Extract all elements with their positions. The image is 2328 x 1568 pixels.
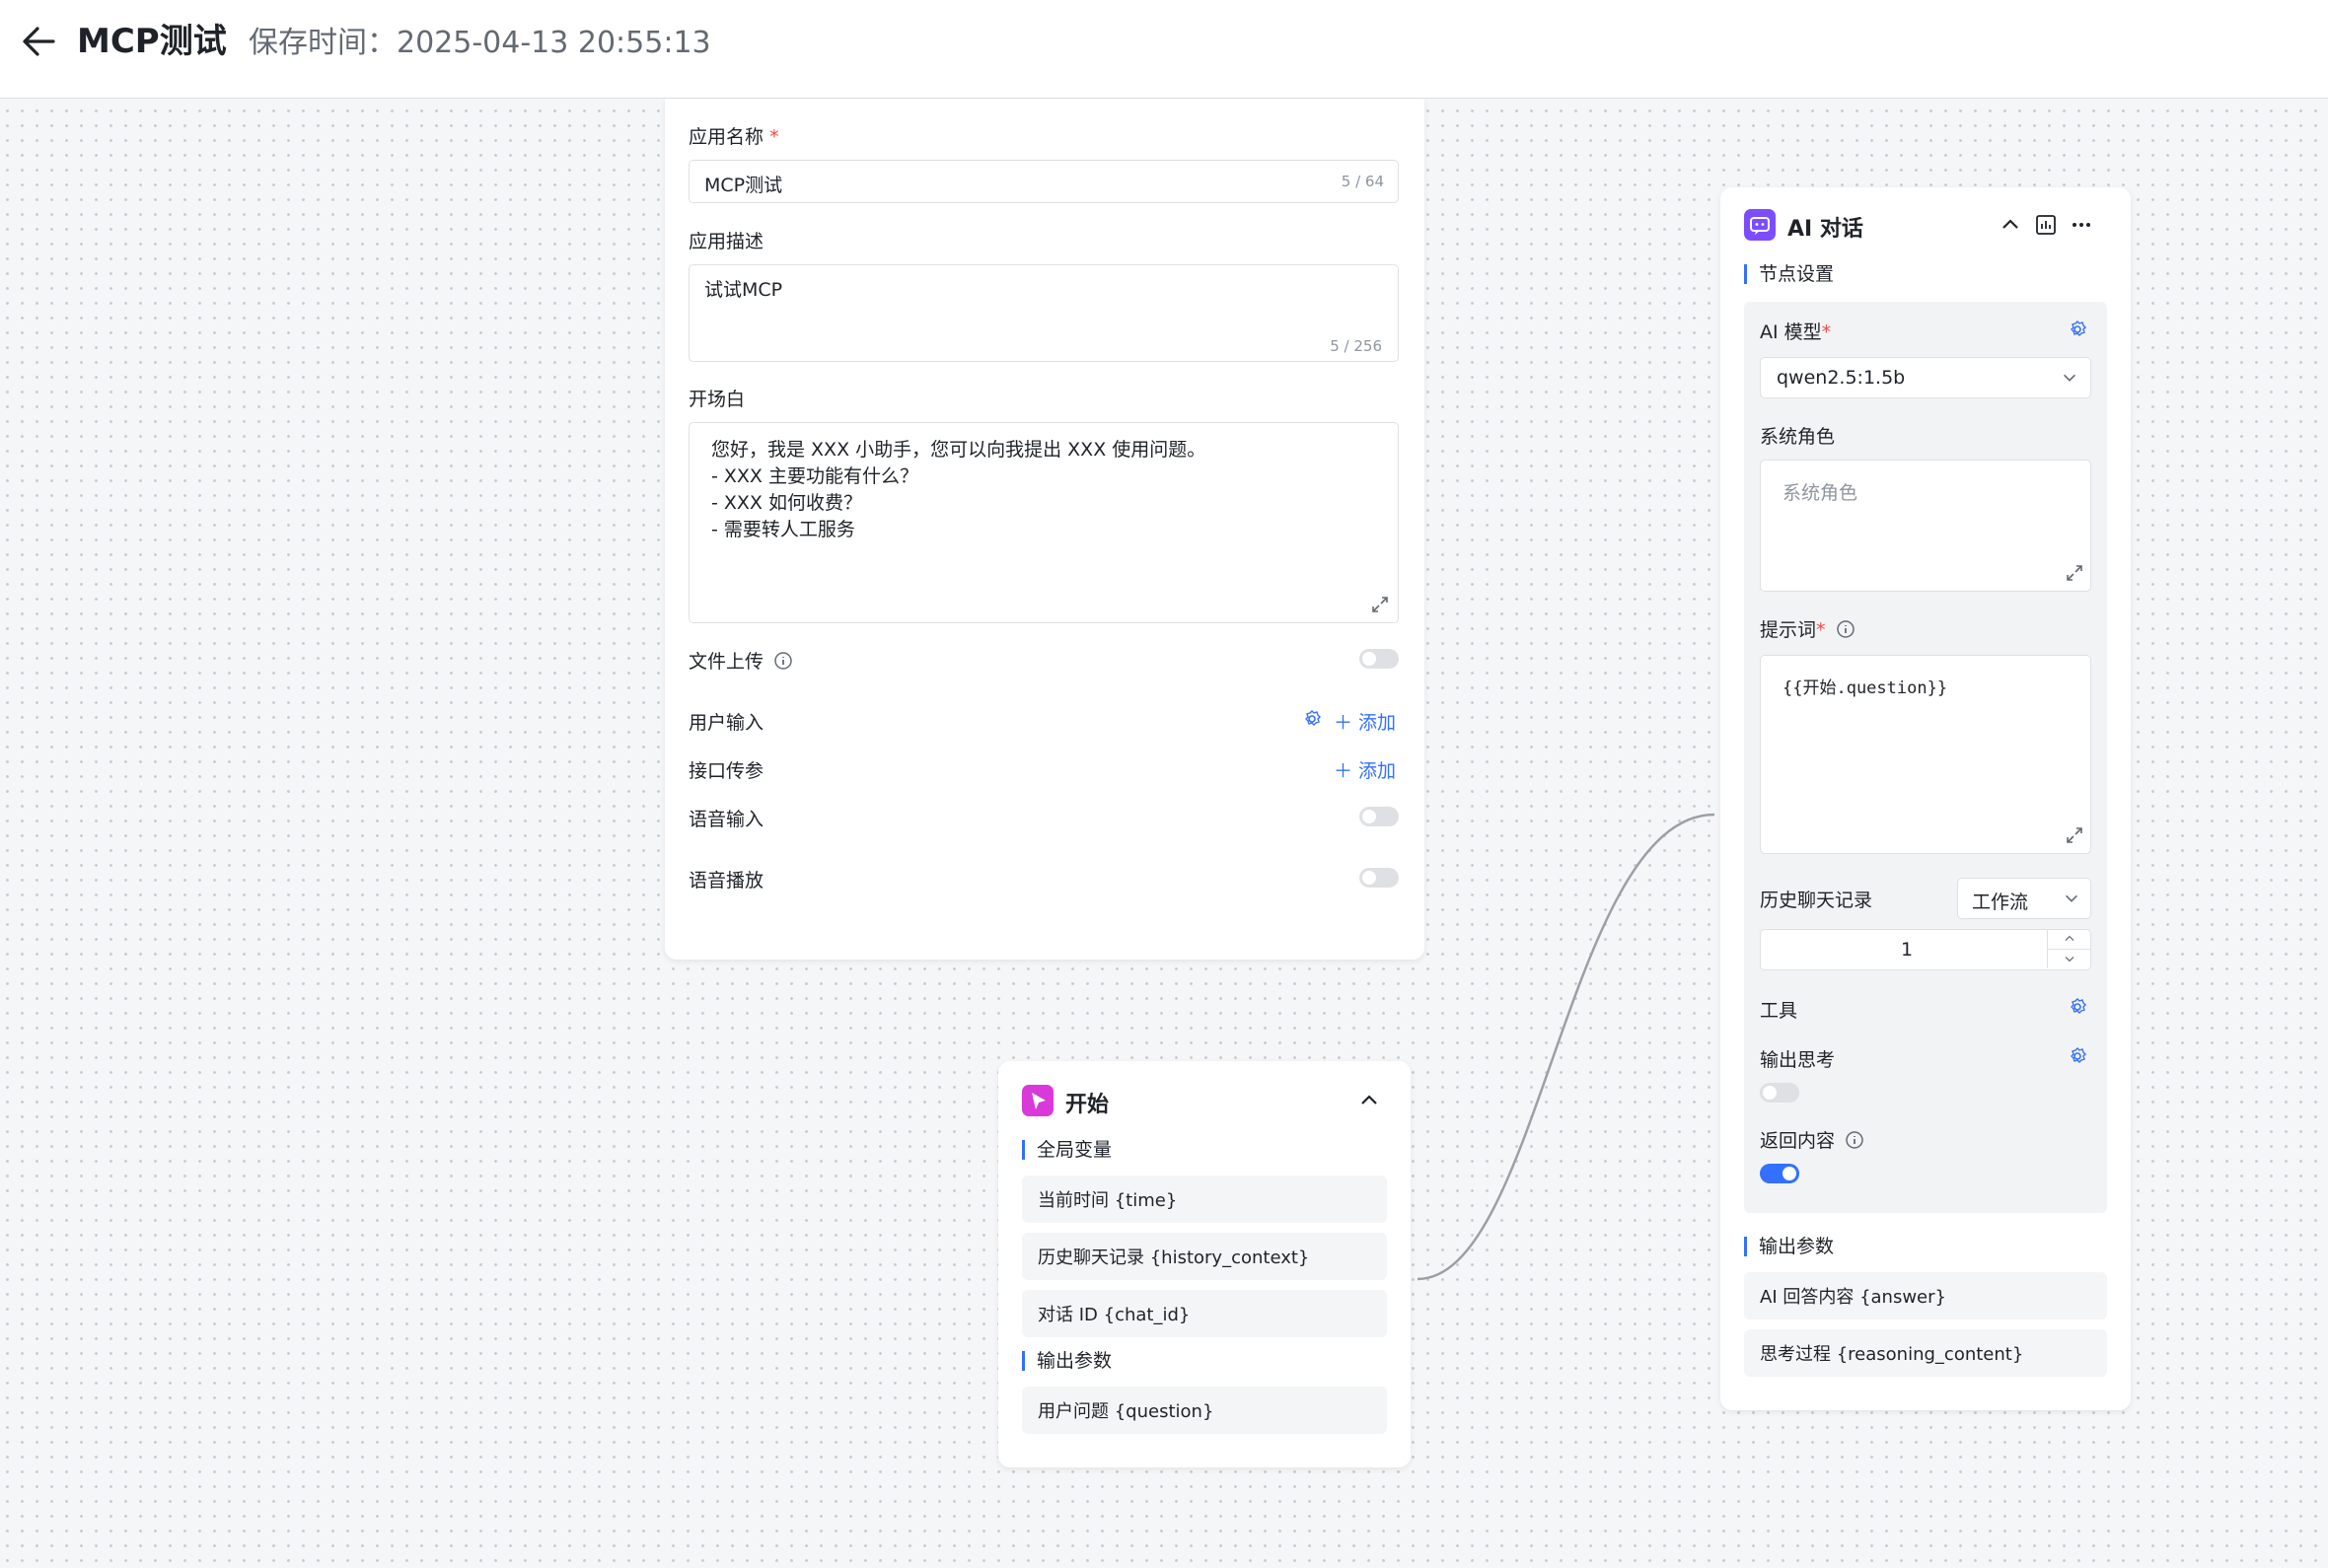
user-input-label: 用户输入	[689, 712, 764, 734]
ai-node-title: AI 对话	[1787, 217, 1863, 242]
chevron-down-icon	[2066, 894, 2077, 902]
history-label: 历史聊天记录	[1760, 890, 1873, 911]
output-thinking-toggle[interactable]	[1760, 1083, 1799, 1103]
expand-icon[interactable]	[1370, 595, 1390, 614]
ai-model-label: AI 模型*	[1760, 321, 1832, 343]
history-source-select[interactable]: 工作流	[1957, 878, 2091, 919]
save-time: 保存时间：2025-04-13 20:55:13	[249, 26, 711, 60]
app-name-count: 5 / 64	[1341, 173, 1384, 190]
return-content-label: 返回内容	[1760, 1126, 1864, 1153]
prologue-editor[interactable]: 您好，我是 XXX 小助手，您可以向我提出 XXX 使用问题。 - XXX 主要…	[689, 422, 1399, 623]
more-icon[interactable]	[2070, 213, 2093, 237]
app-desc-label: 应用描述	[689, 231, 764, 252]
output-thinking-label: 输出思考	[1760, 1049, 1836, 1071]
prompt-textarea[interactable]: {{开始.question}}	[1760, 655, 2091, 854]
prologue-line: - 需要转人工服务	[711, 519, 855, 540]
prologue-line: 您好，我是 XXX 小助手，您可以向我提出 XXX 使用问题。	[711, 439, 1206, 461]
start-node-title: 开始	[1065, 1093, 1110, 1117]
voice-play-toggle[interactable]	[1359, 868, 1399, 888]
ai-model-select[interactable]: qwen2.5:1.5b	[1760, 357, 2091, 398]
api-param-label: 接口传参	[689, 760, 764, 782]
info-icon	[1836, 620, 1855, 638]
file-upload-label: 文件上传	[689, 647, 793, 674]
top-header: MCP测试 保存时间：2025-04-13 20:55:13	[0, 0, 2328, 99]
prologue-line: - XXX 主要功能有什么？	[711, 465, 918, 487]
list-item: 用户问题 {question}	[1022, 1387, 1387, 1434]
list-item: 思考过程 {reasoning_content}	[1744, 1329, 2107, 1377]
stepper-down-icon[interactable]	[2062, 951, 2077, 966]
global-vars-section: 全局变量	[1022, 1140, 1112, 1160]
ai-output-section: 输出参数	[1744, 1237, 1834, 1256]
info-icon	[1846, 1131, 1863, 1149]
app-name-label: 应用名称 *	[689, 126, 779, 148]
system-role-label: 系统角色	[1760, 426, 1836, 448]
add-api-param-button[interactable]: ＋ 添加	[1334, 760, 1397, 782]
node-settings-section: 节点设置	[1744, 264, 1834, 284]
list-item: 对话 ID {chat_id}	[1022, 1290, 1387, 1337]
base-info-card: 应用名称 * MCP测试 5 / 64 应用描述 试试MCP 5 / 256 开…	[665, 99, 1424, 960]
prologue-label: 开场白	[689, 389, 746, 410]
system-role-textarea[interactable]: 系统角色	[1760, 460, 2091, 592]
expand-icon[interactable]	[2065, 563, 2084, 583]
list-item: AI 回答内容 {answer}	[1744, 1272, 2107, 1319]
list-item: 当前时间 {time}	[1022, 1176, 1387, 1223]
history-count-input[interactable]: 1	[1760, 929, 2091, 970]
voice-input-label: 语音输入	[689, 809, 764, 830]
chevron-up-icon[interactable]	[1357, 1089, 1381, 1112]
chevron-up-icon[interactable]	[1999, 213, 2022, 237]
start-output-section: 输出参数	[1022, 1351, 1112, 1371]
page-title: MCP测试	[77, 22, 227, 61]
ai-chat-node[interactable]: AI 对话 节点设置 AI 模型* qwen2.5:1.5b 系统角色 系统角色…	[1720, 187, 2131, 1410]
ai-chat-icon	[1744, 209, 1776, 241]
stepper-up-icon[interactable]	[2062, 931, 2077, 947]
chart-icon[interactable]	[2034, 213, 2058, 237]
start-icon	[1022, 1085, 1054, 1116]
gear-icon[interactable]	[2068, 997, 2087, 1017]
tools-label: 工具	[1760, 1000, 1798, 1022]
gear-icon[interactable]	[2068, 320, 2087, 339]
stepper-buttons	[2047, 930, 2091, 968]
app-name-input[interactable]: MCP测试 5 / 64	[689, 160, 1399, 203]
gear-icon[interactable]	[2068, 1046, 2087, 1066]
start-node[interactable]: 开始 全局变量 当前时间 {time} 历史聊天记录 {history_cont…	[998, 1061, 1411, 1467]
voice-play-label: 语音播放	[689, 870, 764, 891]
list-item: 历史聊天记录 {history_context}	[1022, 1233, 1387, 1280]
file-upload-toggle[interactable]	[1359, 649, 1399, 669]
info-icon	[774, 652, 792, 670]
voice-input-toggle[interactable]	[1359, 807, 1399, 826]
add-user-input-button[interactable]: ＋ 添加	[1334, 712, 1397, 734]
prompt-label: 提示词*	[1760, 615, 1855, 642]
return-content-toggle[interactable]	[1760, 1164, 1799, 1183]
prologue-line: - XXX 如何收费？	[711, 492, 862, 514]
app-desc-count: 5 / 256	[1330, 337, 1382, 355]
chevron-down-icon	[2064, 374, 2075, 382]
gear-icon[interactable]	[1302, 709, 1322, 729]
back-arrow-icon[interactable]	[18, 20, 61, 63]
app-desc-textarea[interactable]: 试试MCP 5 / 256	[689, 264, 1399, 362]
expand-icon[interactable]	[2065, 825, 2084, 845]
